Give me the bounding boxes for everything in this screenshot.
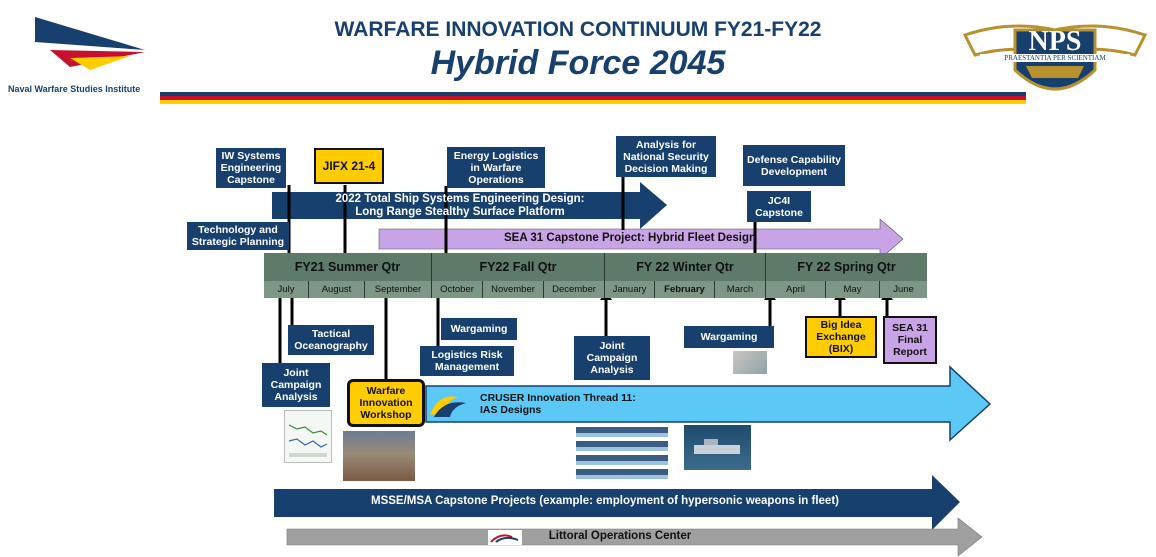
header-stripe-navy (160, 92, 1026, 96)
month-october: October (432, 281, 483, 298)
logistics-risk-box: Logistics Risk Management (420, 346, 514, 376)
msse-arrow (274, 475, 960, 530)
tssed-label-line2: Long Range Stealthy Surface Platform (355, 206, 565, 218)
energy-logistics-box: Energy Logistics in Warfare Operations (447, 147, 545, 188)
quarter-summer: FY21 Summer Qtr (264, 253, 432, 281)
wave-icon (430, 396, 466, 417)
tssed-arrow (272, 182, 667, 229)
month-january: January (605, 281, 655, 298)
big-idea-box: Big Idea Exchange (BIX) (805, 316, 877, 358)
wargaming-box-2: Wargaming (684, 326, 774, 348)
cruser-label-line1: CRUSER Innovation Thread 11: (480, 392, 636, 404)
header: Naval Warfare Studies Institute WARFARE … (0, 0, 1156, 110)
header-title: WARFARE INNOVATION CONTINUUM FY21-FY22 (334, 18, 822, 41)
ship-render-image (684, 425, 751, 470)
month-december: December (544, 281, 605, 298)
wargaming-box-1: Wargaming (441, 318, 517, 340)
institute-name: Naval Warfare Studies Institute (8, 84, 141, 94)
month-august: August (309, 281, 365, 298)
month-july: July (264, 281, 309, 298)
ship-render-graphic (694, 439, 740, 454)
sea31-final-box: SEA 31 Final Report (883, 316, 937, 364)
wargaming-photo (733, 351, 767, 374)
warfare-innovation-box: Warfare Innovation Workshop (347, 379, 425, 427)
sea31-label: SEA 31 Capstone Project: Hybrid Fleet De… (504, 232, 756, 244)
loc-arrow (286, 517, 983, 557)
loc-label: Littoral Operations Center (548, 530, 692, 542)
analysis-nsdm-box: Analysis for National Security Decision … (616, 136, 716, 177)
tactical-ocean-box: Tactical Oceanography (288, 325, 374, 355)
iw-systems-box: IW Systems Engineering Capstone (216, 148, 286, 188)
tech-strategic-box: Technology and Strategic Planning (187, 222, 289, 250)
joint-campaign-box-2: Joint Campaign Analysis (574, 336, 650, 380)
nwsi-logo (35, 17, 145, 70)
cruser-label-line2: IAS Designs (480, 404, 542, 416)
loc-logo-icon (488, 530, 522, 545)
tssed-label-line1: 2022 Total Ship Systems Engineering Desi… (335, 193, 585, 205)
month-april: April (766, 281, 826, 298)
month-february: February (655, 281, 715, 298)
chart-thumbnail-graphic (288, 424, 328, 457)
workshop-photo (343, 431, 415, 481)
jc4i-box: JC4I Capstone (747, 191, 811, 222)
header-stripe-yellow (160, 100, 1026, 104)
month-march: March (715, 281, 766, 298)
month-june: June (880, 281, 927, 298)
ias-design-slides (576, 427, 668, 483)
seal-letters: NPS (1028, 26, 1082, 57)
cruser-arrow (425, 365, 992, 442)
month-may: May (826, 281, 880, 298)
chart-thumbnail (284, 410, 332, 463)
tssed-label: 2022 Total Ship Systems Engineering Desi… (280, 193, 640, 219)
month-september: September (365, 281, 432, 298)
quarter-fall: FY22 Fall Qtr (432, 253, 605, 281)
quarter-spring: FY 22 Spring Qtr (766, 253, 927, 281)
joint-campaign-box-1: Joint Campaign Analysis (262, 363, 330, 407)
cruser-label: CRUSER Innovation Thread 11: IAS Designs (480, 392, 780, 416)
month-november: November (483, 281, 544, 298)
sea31-arrow (378, 218, 904, 260)
header-stripe-red (160, 96, 1026, 100)
msse-label: MSSE/MSA Capstone Projects (example: emp… (371, 495, 839, 507)
header-subtitle: Hybrid Force 2045 (430, 44, 726, 82)
defense-capability-box: Defense Capability Development (743, 145, 845, 186)
seal-motto: PRAESTANTIA PER SCIENTIAM (980, 54, 1130, 62)
jifx-box: JIFX 21-4 (314, 148, 384, 184)
quarter-winter: FY 22 Winter Qtr (605, 253, 766, 281)
